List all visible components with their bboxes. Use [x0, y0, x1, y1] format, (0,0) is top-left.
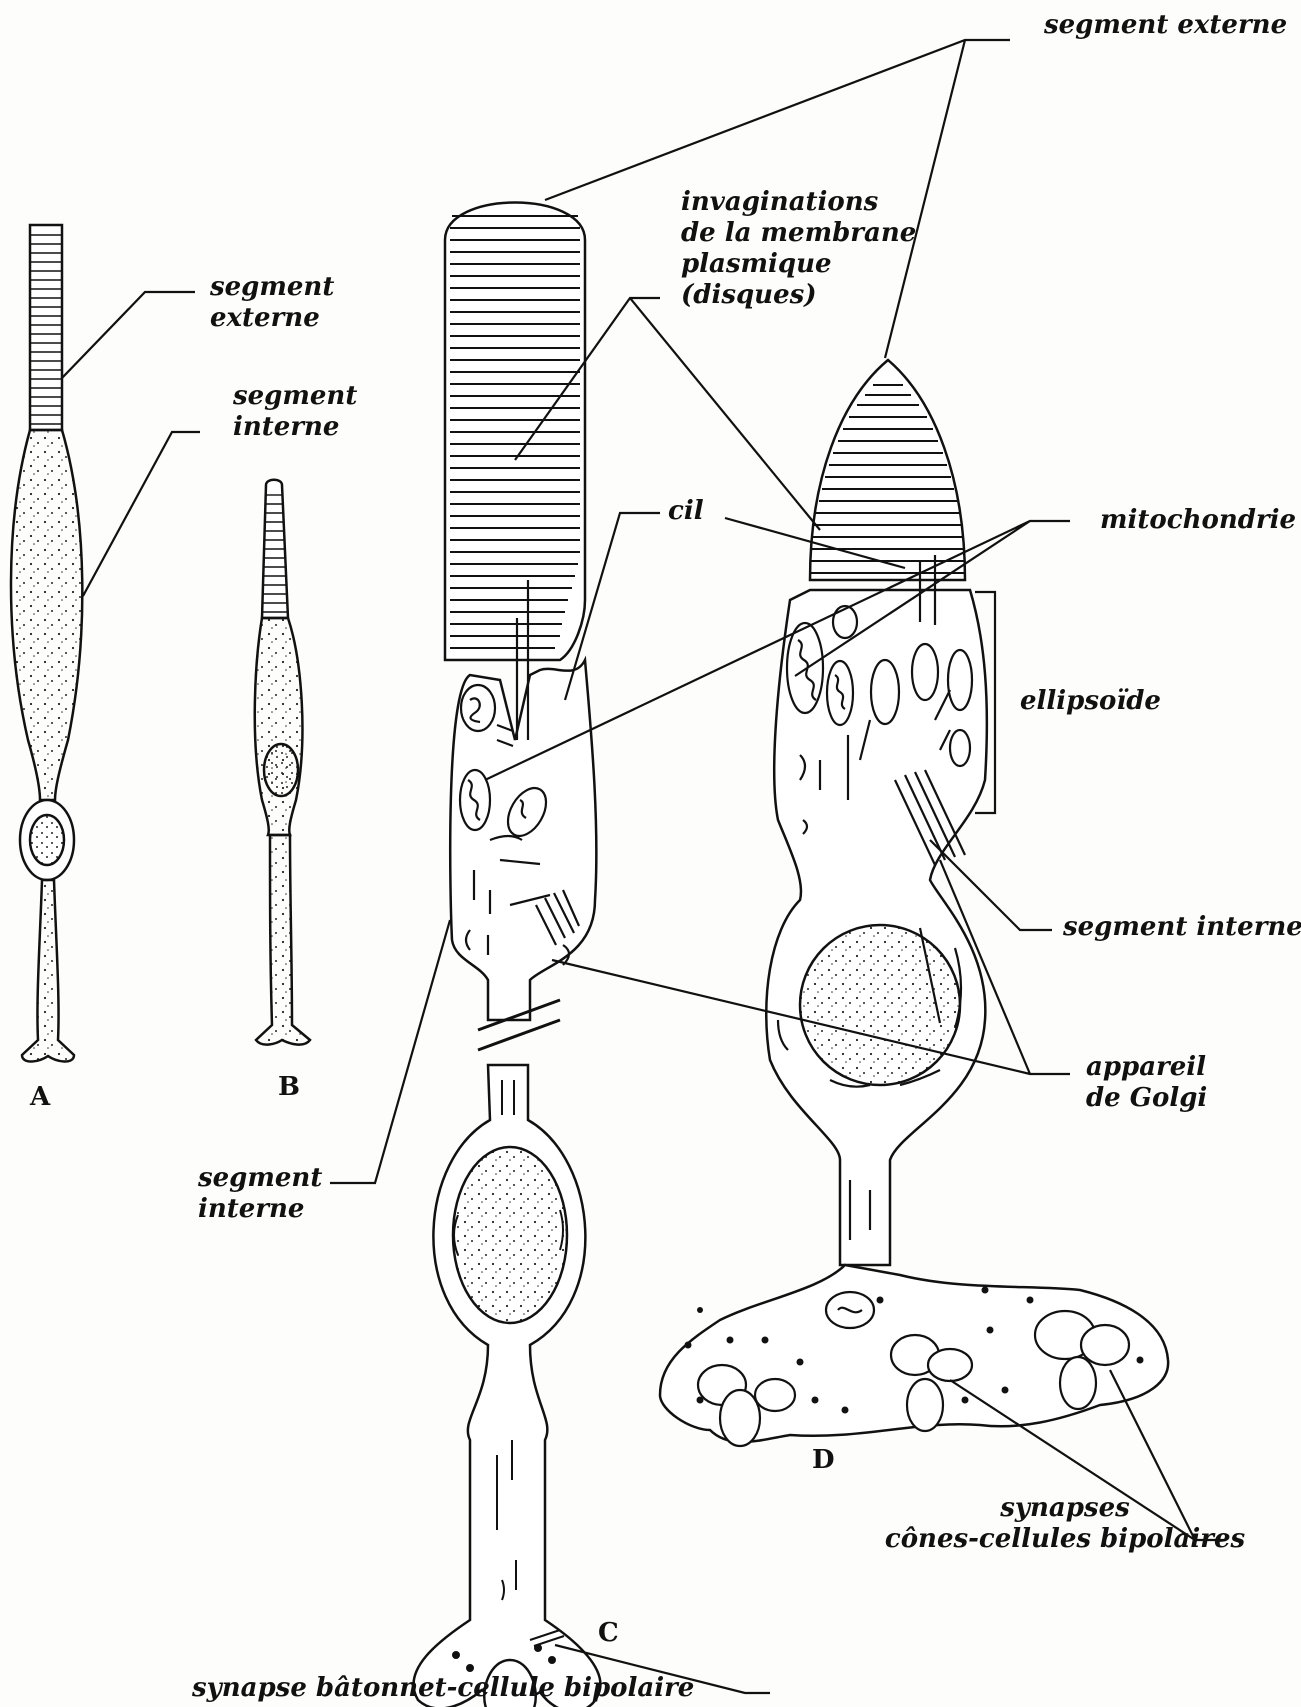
cell-b-nucleus — [264, 744, 298, 796]
cell-b-axon — [256, 835, 310, 1045]
label-line: appareil — [1086, 1052, 1207, 1083]
label-segment-interne-c: segment interne — [198, 1163, 322, 1225]
cell-a-axon — [22, 880, 74, 1062]
label-segment-interne-a: segment interne — [233, 381, 357, 443]
cell-d — [660, 360, 1168, 1446]
label-appareil-golgi: appareil de Golgi — [1086, 1052, 1207, 1114]
label-line: interne — [198, 1194, 322, 1225]
label-line: invaginations — [681, 187, 916, 218]
panel-letter-c: C — [598, 1618, 619, 1648]
panel-letter-b: B — [278, 1072, 300, 1102]
leader-segment-interne-a — [83, 432, 200, 596]
label-ellipsoide: ellipsoïde — [1020, 686, 1161, 717]
cell-c-nucleus — [453, 1147, 567, 1323]
cell-d-nucleus — [800, 925, 960, 1085]
cell-c — [414, 203, 601, 1707]
cell-a — [11, 225, 82, 1062]
label-line: segment — [210, 272, 334, 303]
cell-a-inner-segment — [11, 430, 82, 800]
label-line: de Golgi — [1086, 1083, 1207, 1114]
label-mitochondrie: mitochondrie — [1100, 505, 1296, 536]
label-line: plasmique — [681, 249, 916, 280]
label-line: externe — [210, 303, 334, 334]
label-segment-externe-top: segment externe — [1044, 10, 1287, 41]
leader-segment-externe-a — [62, 292, 195, 378]
cell-b — [255, 480, 310, 1045]
label-invaginations: invaginations de la membrane plasmique (… — [681, 187, 916, 311]
label-synapse-batonnet: synapse bâtonnet-cellule bipolaire — [192, 1673, 694, 1704]
label-line: de la membrane — [681, 218, 916, 249]
panel-letter-d: D — [812, 1445, 835, 1475]
label-segment-externe-a: segment externe — [210, 272, 334, 334]
label-line: (disques) — [681, 280, 916, 311]
label-line: segment — [233, 381, 357, 412]
cell-b-inner-segment — [255, 618, 303, 835]
label-line: interne — [233, 412, 357, 443]
label-line: synapses — [880, 1493, 1250, 1524]
label-cil: cil — [668, 496, 704, 527]
label-line: segment — [198, 1163, 322, 1194]
leader-segment-interne-c — [330, 920, 450, 1183]
label-segment-interne-d: segment interne — [1063, 912, 1301, 943]
label-synapses-cones: synapses cônes-cellules bipolaires — [880, 1493, 1250, 1555]
label-line: cônes-cellules bipolaires — [880, 1524, 1250, 1555]
panel-letter-a: A — [30, 1082, 50, 1112]
